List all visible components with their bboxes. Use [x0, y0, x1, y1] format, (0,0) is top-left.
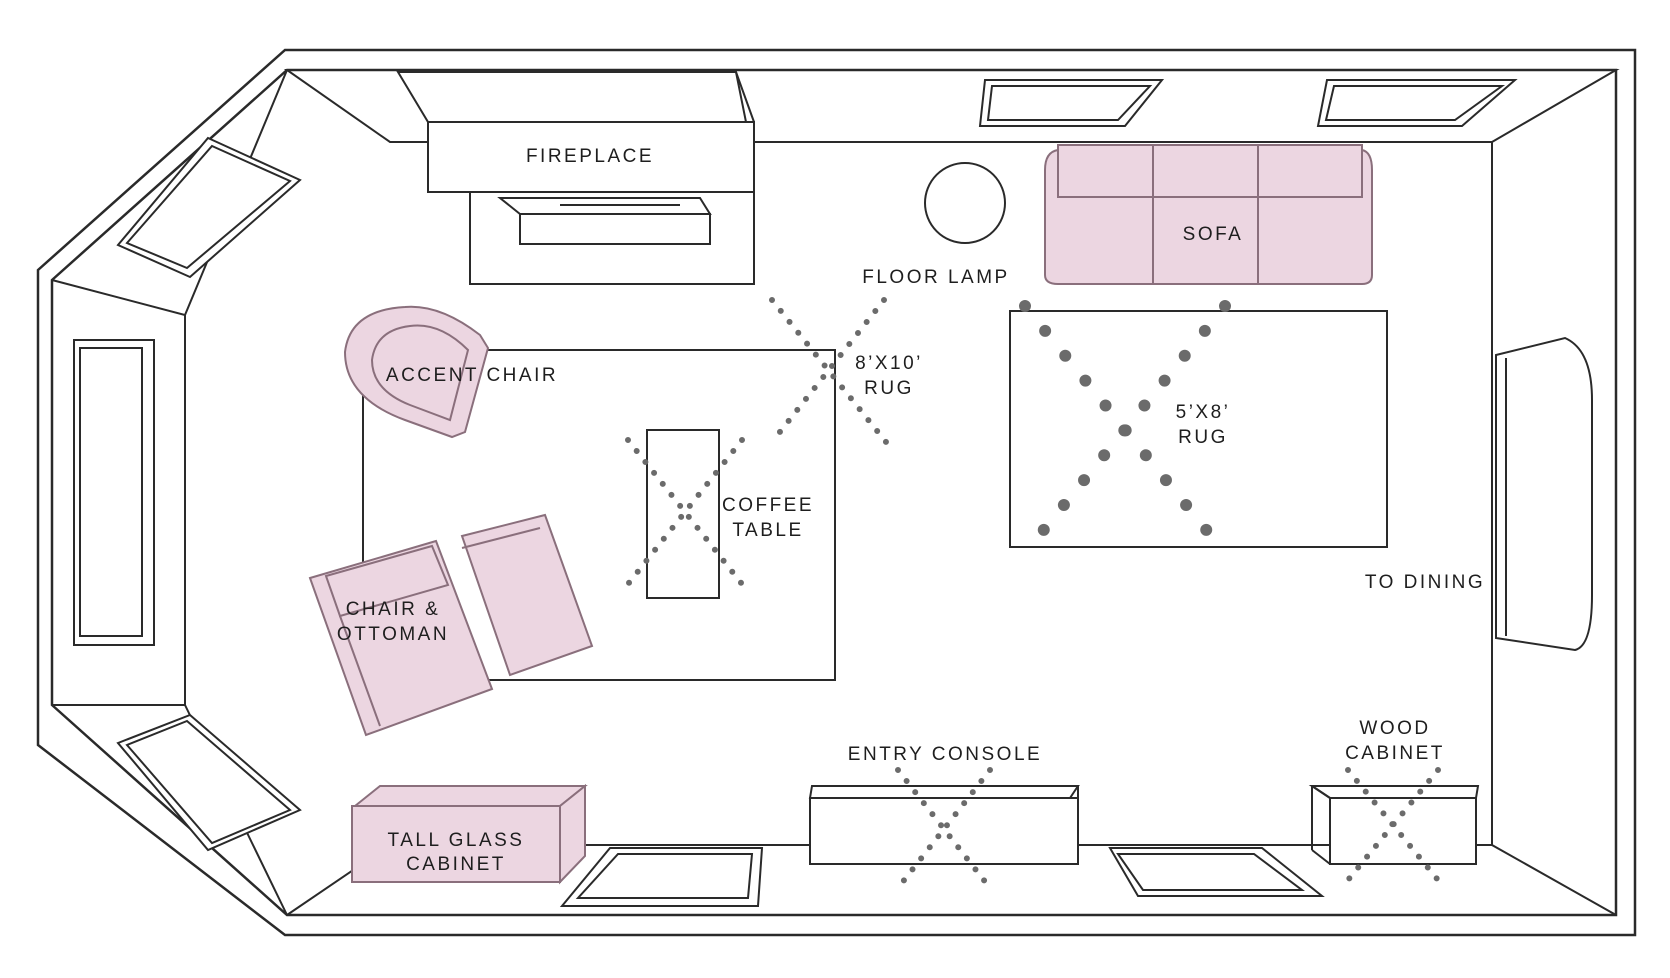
window-left-upper — [116, 136, 302, 279]
tall-glass-cabinet-label-line2: CABINET — [406, 854, 506, 875]
window-left-lower — [116, 713, 302, 852]
entry-console-label: ENTRY CONSOLE — [848, 744, 1042, 765]
chair-and-ottoman — [308, 513, 594, 737]
window-bottom-right — [1108, 847, 1325, 897]
tall-glass-cabinet-label-line1: TALL GLASS — [388, 830, 525, 851]
to-dining-label: TO DINING — [1365, 572, 1485, 593]
dining-doorway — [1495, 336, 1593, 652]
sofa-label: SOFA — [1183, 224, 1244, 245]
ottoman — [460, 513, 594, 677]
x-marker-entry-console — [895, 767, 993, 891]
window-top-left — [978, 79, 1165, 127]
coffee-table — [646, 429, 720, 599]
fireplace-label: FIREPLACE — [526, 146, 654, 167]
windows — [73, 79, 1518, 907]
tall-glass-cabinet — [351, 783, 588, 885]
wood-cabinet-label-line2: CABINET — [1345, 743, 1445, 764]
chair-ottoman-label-line1: CHAIR & — [346, 599, 441, 620]
sofa — [1044, 144, 1373, 285]
wood-cabinet-label-line1: WOOD — [1359, 718, 1430, 739]
coffee-table-label-line2: TABLE — [732, 520, 803, 541]
rug-5x8-label: RUG — [1178, 427, 1228, 448]
rug-5x8 — [1009, 310, 1388, 548]
window-top-right — [1316, 79, 1518, 127]
lounge-chair — [308, 539, 494, 737]
x-marker-5x8-rug — [1019, 300, 1231, 559]
window-left-middle — [73, 339, 155, 646]
floor-lamp — [924, 162, 1006, 244]
chair-ottoman-label-line2: OTTOMAN — [337, 624, 449, 645]
rug-8x10-label: RUG — [864, 378, 914, 399]
x-marker-coffee-table — [625, 437, 745, 587]
accent-chair-label: ACCENT CHAIR — [386, 365, 558, 386]
accent-chair — [343, 305, 490, 439]
rug-8x10-size-label: 8’X10’ — [855, 353, 923, 374]
floor-lamp-label: FLOOR LAMP — [862, 267, 1009, 288]
fireplace — [396, 71, 755, 285]
x-marker-floor-lamp-rug — [769, 297, 889, 445]
window-bottom-left — [559, 847, 764, 907]
rug-5x8-size-label: 5’X8’ — [1176, 402, 1231, 423]
wood-cabinet — [1308, 785, 1480, 865]
x-marker-wood-cabinet — [1345, 767, 1441, 883]
coffee-table-label-line1: COFFEE — [722, 495, 814, 516]
entry-console — [808, 785, 1080, 865]
